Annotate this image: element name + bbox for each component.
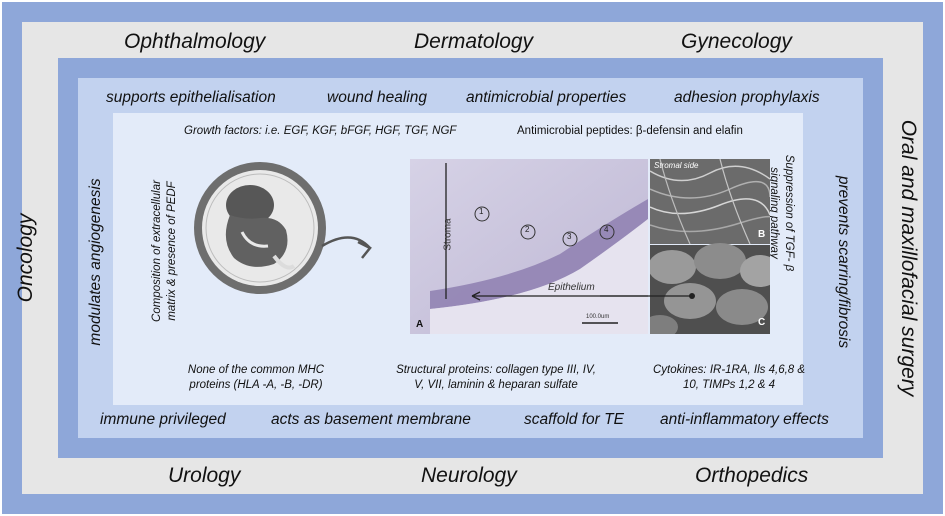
structural-proteins-text: Structural proteins: collagen type III, … xyxy=(396,364,596,391)
stroma-label: Stroma xyxy=(442,218,454,251)
panel-b-label: B xyxy=(758,229,766,240)
specialty-oncology: Oncology xyxy=(14,213,37,303)
marker-1: 1 xyxy=(479,207,484,216)
property-scarring: prevents scarring/fibrosis xyxy=(835,175,852,349)
marker-2: 2 xyxy=(525,225,530,234)
panel-c-label: C xyxy=(758,317,766,328)
property-epithelialisation: supports epithelialisation xyxy=(106,89,276,106)
specialty-urology: Urology xyxy=(168,464,241,487)
antimicrobial-peptides-text: Antimicrobial peptides: β-defensin and e… xyxy=(517,125,743,137)
sem-images: Stromal side B C xyxy=(650,159,770,334)
property-anti-inflammatory: anti-inflammatory effects xyxy=(660,411,829,428)
epithelium-arrow-extension xyxy=(600,293,695,299)
specialty-ophthalmology: Ophthalmology xyxy=(124,30,266,53)
mhc-text: None of the common MHC proteins (HLA -A,… xyxy=(187,364,325,391)
scale-bar-label: 100.0um xyxy=(586,314,610,320)
marker-4: 4 xyxy=(604,225,609,234)
property-antimicrobial: antimicrobial properties xyxy=(466,89,627,106)
tgf-suppression-text: Suppression of TGF- β signaling pathway xyxy=(768,154,795,272)
property-adhesion: adhesion prophylaxis xyxy=(674,89,820,106)
property-angiogenesis: modulates angiogenesis xyxy=(87,178,104,346)
stromal-side-label: Stromal side xyxy=(654,161,699,170)
histology-image: Stroma 1 2 3 4 Epithelium 100.0um A xyxy=(410,159,648,334)
specialty-dermatology: Dermatology xyxy=(414,30,534,53)
growth-factors-text: Growth factors: i.e. EGF, KGF, bFGF, HGF… xyxy=(184,125,457,137)
panel-a-label: A xyxy=(416,319,424,330)
property-immune: immune privileged xyxy=(100,411,226,428)
specialty-oral-maxillofacial: Oral and maxillofacial surgery xyxy=(897,119,920,397)
specialty-neurology: Neurology xyxy=(421,464,517,487)
marker-3: 3 xyxy=(567,232,572,241)
extracellular-matrix-text: Composition of extracellular matrix & pr… xyxy=(151,180,178,322)
property-basement: acts as basement membrane xyxy=(271,411,471,428)
cytokines-text: Cytokines: IR-1RA, Ils 4,6,8 & 10, TIMPs… xyxy=(652,364,806,391)
fetus-icon xyxy=(194,162,372,294)
property-scaffold: scaffold for TE xyxy=(524,411,624,428)
epithelium-label: Epithelium xyxy=(548,282,595,293)
specialty-gynecology: Gynecology xyxy=(681,30,792,53)
specialty-orthopedics: Orthopedics xyxy=(695,464,809,487)
property-wound-healing: wound healing xyxy=(327,89,427,106)
